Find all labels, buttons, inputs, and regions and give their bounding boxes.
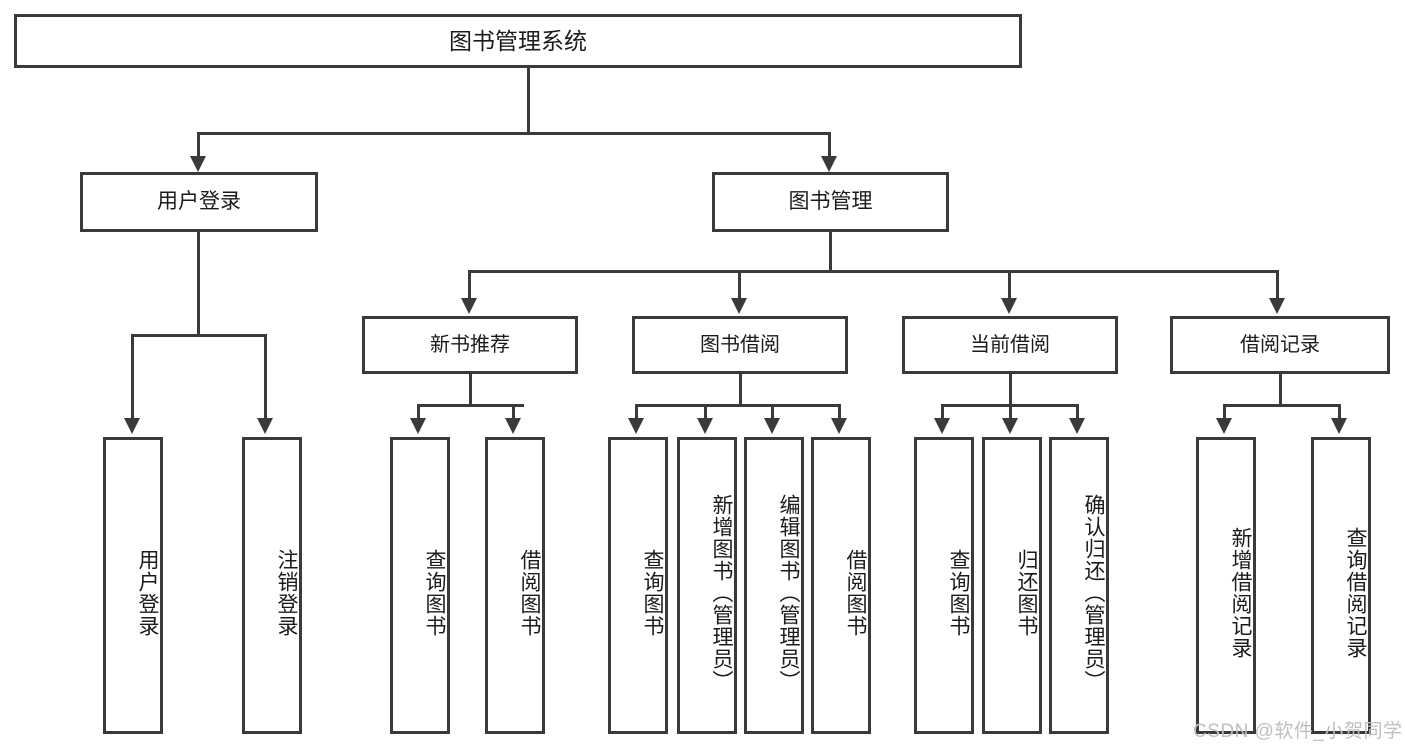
node-borrow-records[interactable]: 借阅记录 bbox=[1170, 316, 1390, 374]
edge-borrow-records-to-leaf-1 bbox=[1338, 404, 1341, 420]
edge-root-to-user-login bbox=[197, 132, 200, 158]
node-root-book-management-system[interactable]: 图书管理系统 bbox=[14, 14, 1022, 68]
edge-book-management-bus bbox=[468, 270, 1279, 273]
leaf-borrow-records-add-record[interactable]: 新增借阅记录 bbox=[1196, 437, 1256, 734]
node-label: 新增借阅记录 bbox=[1229, 526, 1252, 659]
edge-book-borrow-to-leaf-0 bbox=[635, 404, 638, 420]
edge-current-borrow-to-leaf-1 bbox=[1009, 404, 1012, 420]
arrowhead-leaf-current-borrow-2 bbox=[1069, 418, 1085, 434]
node-label: 查询图书 bbox=[641, 548, 664, 637]
arrowhead-leaf-borrow-records-0 bbox=[1216, 418, 1232, 434]
arrowhead-leaf-book-borrow-0 bbox=[628, 418, 644, 434]
leaf-book-borrow-borrow-book[interactable]: 借阅图书 bbox=[811, 437, 871, 734]
arrowhead-leaf-user-login-0 bbox=[124, 418, 140, 434]
edge-user-login-stem bbox=[197, 232, 200, 336]
arrowhead-leaf-borrow-records-1 bbox=[1331, 418, 1347, 434]
edge-book-borrow-to-leaf-2 bbox=[771, 404, 774, 420]
node-label: 借阅记录 bbox=[1240, 333, 1320, 356]
edge-new-book-to-leaf-0 bbox=[417, 404, 420, 420]
node-book-management[interactable]: 图书管理 bbox=[712, 172, 949, 232]
edge-new-book-to-leaf-1 bbox=[512, 404, 515, 420]
node-label: 图书借阅 bbox=[700, 333, 780, 356]
edge-bm-to-l2-0 bbox=[468, 270, 471, 300]
edge-borrow-records-stem bbox=[1279, 374, 1282, 406]
edge-book-borrow-bus bbox=[635, 404, 841, 407]
leaf-current-borrow-return-book[interactable]: 归还图书 bbox=[982, 437, 1042, 734]
node-label: 归还图书 bbox=[1015, 548, 1038, 637]
leaf-book-borrow-add-book-admin[interactable]: 新增图书（管理员） bbox=[677, 437, 737, 734]
edge-user-login-to-leaf-1 bbox=[264, 334, 267, 420]
edge-bm-to-l2-2 bbox=[1008, 270, 1011, 300]
edge-current-borrow-to-leaf-2 bbox=[1076, 404, 1079, 420]
arrowhead-l2-0 bbox=[461, 298, 477, 314]
arrowhead-book-management bbox=[821, 156, 837, 172]
edge-new-book-stem bbox=[469, 374, 472, 406]
leaf-current-borrow-query-book[interactable]: 查询图书 bbox=[914, 437, 974, 734]
node-label: 查询借阅记录 bbox=[1344, 526, 1367, 659]
edge-book-borrow-to-leaf-3 bbox=[838, 404, 841, 420]
node-label: 注销登录 bbox=[275, 548, 298, 637]
edge-user-login-bus bbox=[131, 334, 267, 337]
arrowhead-leaf-user-login-1 bbox=[257, 418, 273, 434]
node-label: 查询图书 bbox=[423, 548, 446, 637]
csdn-watermark: CSDN @软件_小贺同学 bbox=[1193, 721, 1403, 742]
node-label: 确认归还（管理员） bbox=[1082, 493, 1105, 692]
edge-current-borrow-to-leaf-0 bbox=[941, 404, 944, 420]
node-user-login[interactable]: 用户登录 bbox=[80, 172, 318, 232]
arrowhead-leaf-book-borrow-3 bbox=[831, 418, 847, 434]
arrowhead-leaf-book-borrow-1 bbox=[697, 418, 713, 434]
edge-book-borrow-to-leaf-1 bbox=[704, 404, 707, 420]
edge-new-book-bus bbox=[417, 404, 524, 407]
leaf-book-borrow-query-book[interactable]: 查询图书 bbox=[608, 437, 668, 734]
node-label: 图书管理 bbox=[788, 190, 873, 214]
leaf-borrow-records-query-record[interactable]: 查询借阅记录 bbox=[1311, 437, 1371, 734]
arrowhead-l2-2 bbox=[1001, 298, 1017, 314]
node-label: 编辑图书（管理员） bbox=[777, 493, 800, 692]
arrowhead-l2-1 bbox=[731, 298, 747, 314]
leaf-user-login-logout[interactable]: 注销登录 bbox=[242, 437, 302, 734]
edge-root-stem bbox=[527, 68, 530, 134]
leaf-current-borrow-confirm-return-admin[interactable]: 确认归还（管理员） bbox=[1049, 437, 1109, 734]
node-label: 新书推荐 bbox=[430, 333, 510, 356]
edge-bm-to-l2-1 bbox=[738, 270, 741, 300]
edge-borrow-records-bus bbox=[1223, 404, 1341, 407]
node-book-borrow[interactable]: 图书借阅 bbox=[632, 316, 848, 374]
node-label: 用户登录 bbox=[157, 190, 241, 214]
edge-bm-to-l2-3 bbox=[1276, 270, 1279, 300]
node-current-borrow[interactable]: 当前借阅 bbox=[902, 316, 1118, 374]
edge-borrow-records-to-leaf-0 bbox=[1223, 404, 1226, 420]
node-label: 用户登录 bbox=[136, 548, 159, 637]
arrowhead-leaf-new-book-0 bbox=[410, 418, 426, 434]
node-new-book-recommend[interactable]: 新书推荐 bbox=[362, 316, 578, 374]
leaf-new-book-borrow-book[interactable]: 借阅图书 bbox=[485, 437, 545, 734]
node-label: 查询图书 bbox=[947, 548, 970, 637]
edge-root-to-book-management bbox=[828, 132, 831, 158]
node-label: 借阅图书 bbox=[518, 548, 541, 637]
leaf-book-borrow-edit-book-admin[interactable]: 编辑图书（管理员） bbox=[744, 437, 804, 734]
edge-user-login-to-leaf-0 bbox=[131, 334, 134, 420]
leaf-user-login-user-login[interactable]: 用户登录 bbox=[103, 437, 163, 734]
arrowhead-user-login bbox=[190, 156, 206, 172]
edge-current-borrow-stem bbox=[1009, 374, 1012, 406]
arrowhead-leaf-current-borrow-0 bbox=[934, 418, 950, 434]
node-label: 当前借阅 bbox=[970, 333, 1050, 356]
arrowhead-leaf-current-borrow-1 bbox=[1002, 418, 1018, 434]
edge-root-bus bbox=[197, 132, 831, 135]
node-label: 图书管理系统 bbox=[449, 27, 587, 54]
leaf-new-book-query-book[interactable]: 查询图书 bbox=[390, 437, 450, 734]
node-label: 借阅图书 bbox=[844, 548, 867, 637]
arrowhead-leaf-new-book-1 bbox=[505, 418, 521, 434]
edge-book-management-stem bbox=[829, 232, 832, 272]
arrowhead-leaf-book-borrow-2 bbox=[764, 418, 780, 434]
node-label: 新增图书（管理员） bbox=[710, 493, 733, 692]
arrowhead-l2-3 bbox=[1269, 298, 1285, 314]
edge-book-borrow-stem bbox=[739, 374, 742, 406]
